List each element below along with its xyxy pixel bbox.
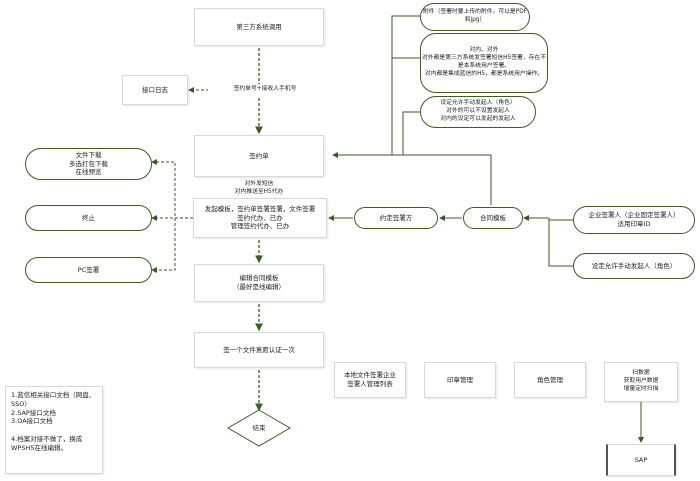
third-party-node: 第三方系统调用 (194, 8, 324, 46)
local-signer-list-node: 本地文件签署企业 签署人管理列表 (334, 362, 406, 398)
edit-template-node: 编辑合同模板 （最好是线编辑） (194, 264, 324, 302)
process-node: 发起模板，签约单签署签署，文件签署 签约代办、已办 管理签约代办、已办 (193, 198, 327, 238)
end-node: 结束 (252, 423, 266, 432)
edge-initiator-role-to-template (548, 218, 573, 267)
edge-label-log: 签约单号+接收人手机号 (208, 84, 322, 96)
contract-node: 签约单 (194, 135, 324, 177)
edge-process-to-download (151, 159, 193, 219)
edge-template-to-contract (392, 154, 492, 205)
edge-attachment-to-contract (332, 15, 420, 158)
edge-process-to-pcsign (151, 218, 176, 273)
pc-sign-node: PC签署 (25, 257, 152, 283)
agree-party-node: 约定签署方 (354, 207, 438, 229)
role-mgmt-node: 角色管理 (514, 362, 586, 398)
seal-mgmt-node: 印章管理 (424, 362, 496, 398)
set-allow-initiator-node: 设定允许手动发起人（角色） 对外的可以不设置发起人 对内的设定可以发起的发起人 (420, 96, 536, 128)
set-initiator-role-node: 设定允许手动发起人（角色） (573, 253, 695, 279)
file-download-node: 文件下载 多选打包下载 在线预览 (25, 148, 152, 180)
contract-template-node: 合同模板 (463, 207, 523, 229)
enterprise-signer-node: 企业签署人（企业固定签署人） 适用印章ID (573, 206, 695, 234)
sap-node: SAP (606, 444, 676, 476)
internal-external-node: 对内、对外 对外都是第三方系统发签署短信H5签署，存在不是本系统用户签署。 对内… (420, 33, 548, 93)
one-doc-auth-node: 签一个文件意愿认证一次 (194, 332, 324, 368)
scan-data-node: 扫数据 获取用户数据 增量定时扫描 (604, 362, 678, 402)
api-log-node: 接口日志 (122, 75, 188, 105)
notes-node: 1.蓝信相关接口文档（网盘、SSO） 2.SAP接口文档 3.OA接口文档 4.… (5, 386, 103, 474)
attachment-node: 附件（签署时要上传的附件，可以是PDF和jpg） (420, 3, 530, 31)
edge-initiator-to-contract (402, 111, 420, 155)
edge-label-sms: 对外发短信 对内推送至H5代办 (214, 180, 304, 198)
terminate-node: 终止 (25, 205, 152, 231)
end-diamond (227, 409, 291, 447)
